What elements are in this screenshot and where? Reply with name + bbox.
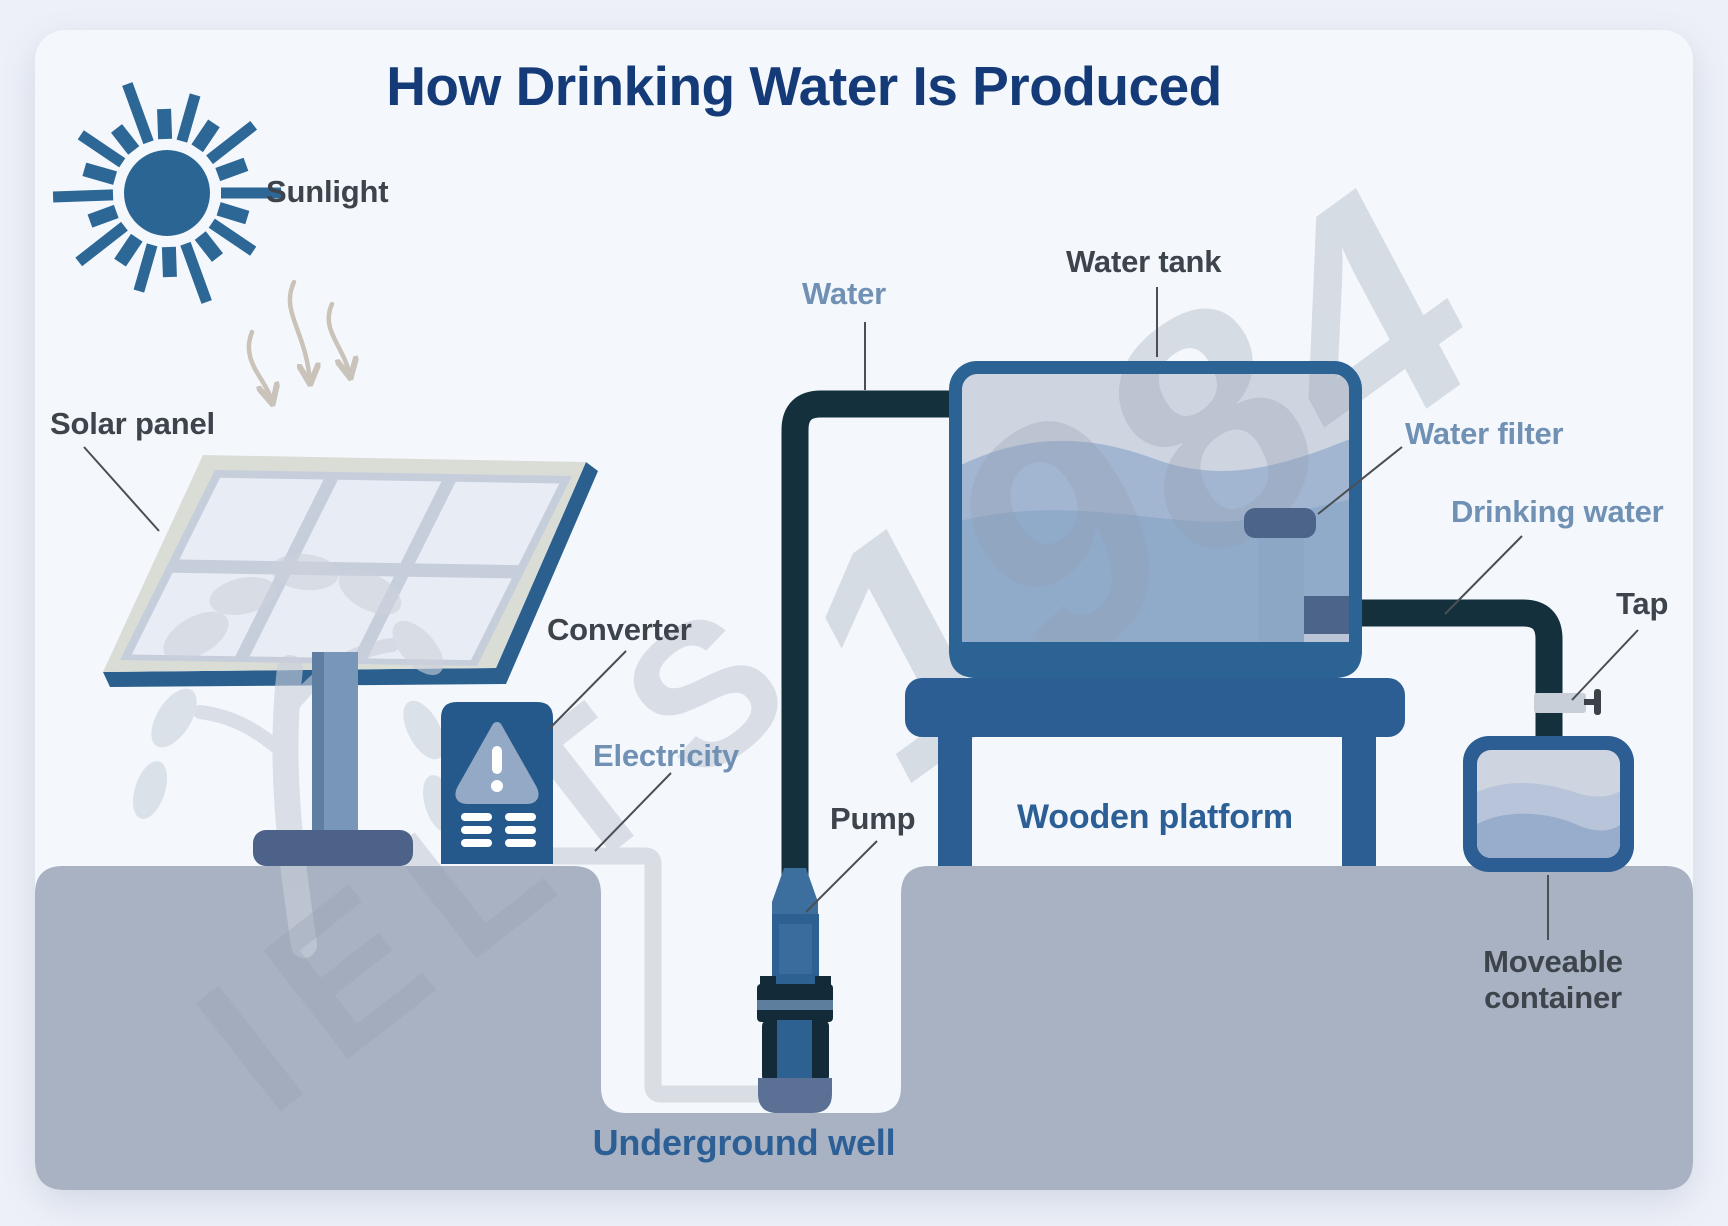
label-water: Water <box>802 276 886 311</box>
label-converter: Converter <box>547 612 692 647</box>
sun-ray <box>161 246 177 278</box>
sunlight-rays-arrows <box>246 279 350 402</box>
wooden-platform <box>905 678 1405 866</box>
label-moveable-container: Moveable container <box>1483 944 1623 1015</box>
label-water-tank: Water tank <box>1066 244 1222 279</box>
well-pipe <box>781 390 960 893</box>
sun-ray <box>114 233 143 267</box>
label-water-filter: Water filter <box>1405 416 1564 451</box>
label-tap: Tap <box>1616 586 1669 621</box>
sun-ray <box>194 231 224 262</box>
page-title: How Drinking Water Is Produced <box>386 55 1222 117</box>
solar-panel-base <box>253 830 413 866</box>
sun-ray <box>176 93 201 143</box>
sun-ray <box>216 202 250 225</box>
sun-icon <box>52 82 281 304</box>
sun-ray <box>110 124 140 155</box>
moveable-container <box>1463 736 1634 872</box>
leader-lines <box>83 287 1639 940</box>
leader-solar-panel <box>83 446 160 532</box>
pump <box>757 868 833 1113</box>
leader-drinking-water <box>1444 535 1523 615</box>
watermark-year: 1984 <box>758 105 1523 856</box>
converter <box>441 702 553 864</box>
sun-ray <box>180 241 212 304</box>
label-underground-well: Underground well <box>592 1122 896 1163</box>
solar-panel-pole <box>253 652 413 866</box>
sun-ray <box>87 204 119 228</box>
leader-water-filter <box>1317 446 1403 515</box>
sun-ray <box>122 82 154 145</box>
sun-ray <box>191 119 220 153</box>
sun-ray <box>133 243 158 293</box>
sun-ray <box>221 187 281 199</box>
sun-ray <box>77 130 126 168</box>
label-pump: Pump <box>830 801 916 836</box>
label-solar-panel: Solar panel <box>50 406 215 441</box>
water-tank-border <box>949 361 1362 678</box>
leader-converter <box>548 650 627 730</box>
label-sunlight: Sunlight <box>266 174 389 209</box>
electricity-cable <box>553 847 762 1103</box>
leader-tap <box>1571 629 1639 701</box>
leader-pump <box>805 840 878 913</box>
sun-ray <box>208 218 257 256</box>
leader-electricity <box>594 772 672 852</box>
drinking-water-pipe <box>1352 599 1563 748</box>
sun-ray <box>157 108 173 140</box>
converter-vents <box>461 813 536 847</box>
sun-ray <box>75 221 128 267</box>
label-electricity: Electricity <box>593 738 739 773</box>
sun-ray <box>52 189 114 203</box>
warning-icon <box>455 722 539 804</box>
sun-ray <box>82 162 118 185</box>
sun-ray <box>206 120 258 165</box>
label-drinking-water: Drinking water <box>1451 494 1664 529</box>
sun-ray <box>215 157 249 182</box>
ground <box>35 866 1693 1190</box>
label-wooden-platform: Wooden platform <box>1017 798 1293 836</box>
